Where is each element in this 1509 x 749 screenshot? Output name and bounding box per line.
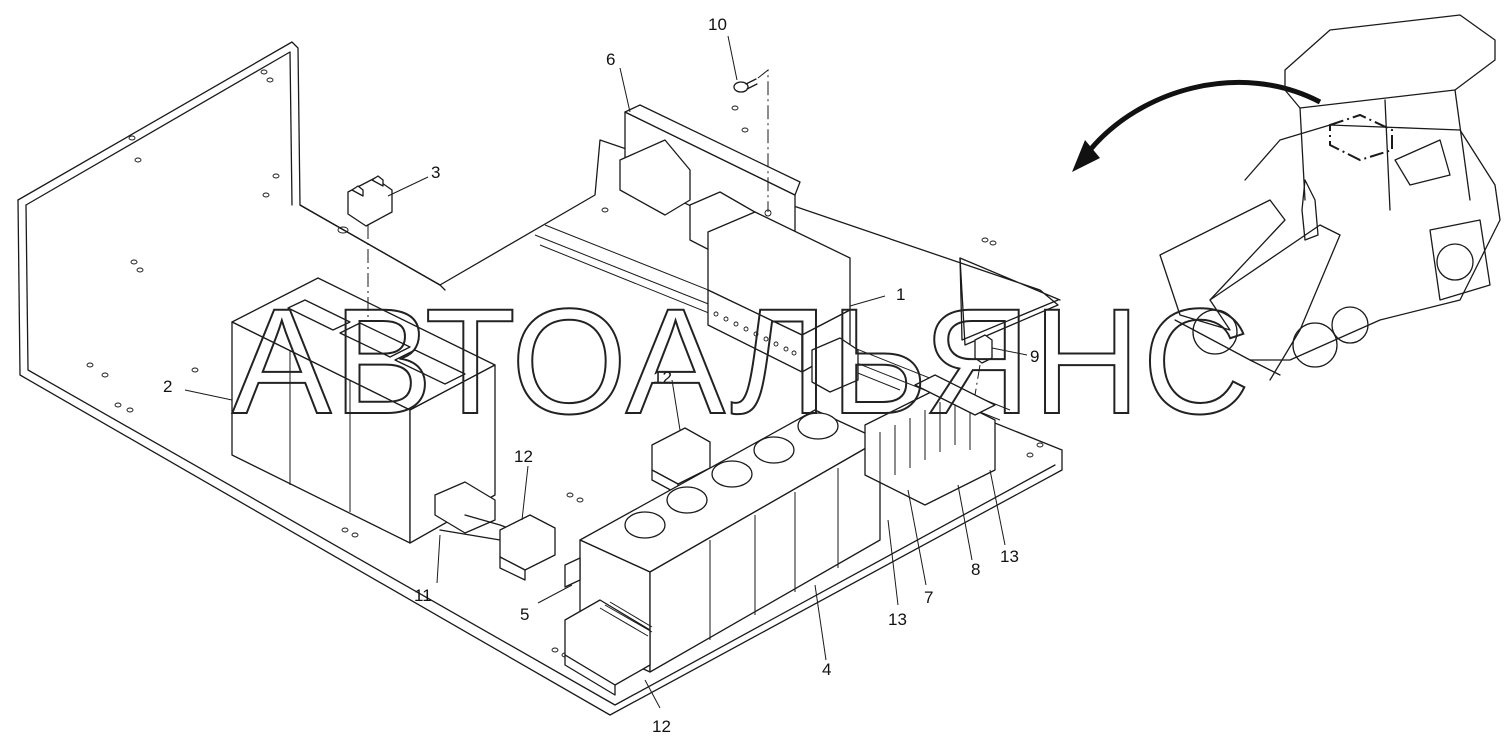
part-9-clip [974,334,993,364]
callout-11: 11 [414,586,432,605]
base-tray [17,41,1063,716]
callout-12-upper: 12 [653,368,672,387]
location-arrow [1072,80,1322,172]
callouts: 1 2 3 4 5 6 7 8 9 10 11 12 12 12 13 13 [163,15,1039,736]
callout-7: 7 [924,588,933,607]
callout-12-lower: 12 [652,717,671,736]
watermark-text: АВТОАЛЬЯНС [232,277,1252,445]
part-12-terminal-stack-lower [564,599,653,696]
part-7-8-13-terminal-strip [864,374,996,506]
callout-4: 4 [822,660,831,679]
terminal-row [713,311,797,356]
valve-caps [624,412,839,539]
part-10-screw [733,78,758,93]
callout-1: 1 [896,285,905,304]
part-3-clip [347,175,393,227]
callout-6: 6 [606,50,615,69]
alignment-lines [367,68,981,396]
asphalt-paver-inset [1159,14,1501,381]
callout-5: 5 [520,605,529,624]
leader-lines [184,35,1028,709]
callout-12-middle: 12 [514,447,533,466]
callout-9: 9 [1030,347,1039,366]
part-1-relay-module [707,211,859,393]
callout-8: 8 [971,560,980,579]
callout-10: 10 [708,15,727,34]
callout-3: 3 [431,163,440,182]
callout-2: 2 [163,377,172,396]
callout-13-right: 13 [1000,547,1019,566]
part-12-terminal-middle [499,514,556,581]
callout-13-left: 13 [888,610,907,629]
